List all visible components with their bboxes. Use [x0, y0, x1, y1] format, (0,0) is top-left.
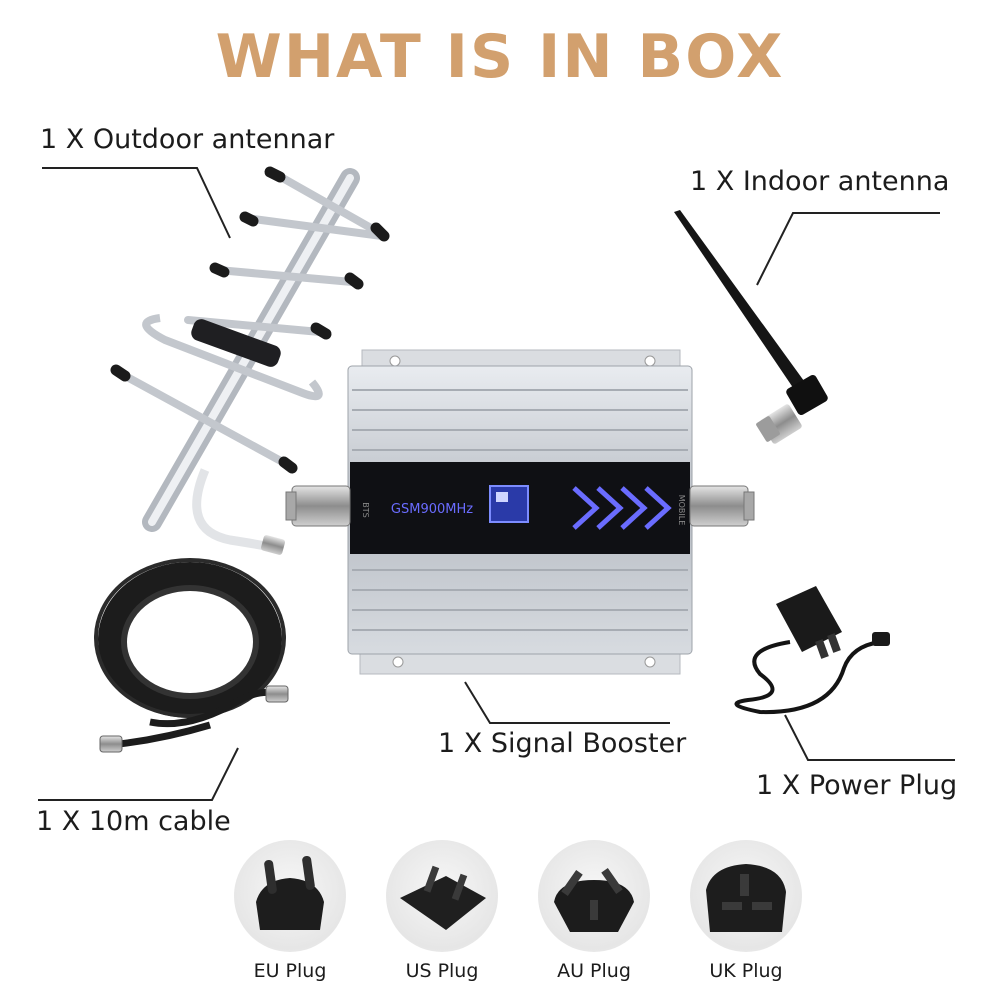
eu-plug-image — [234, 840, 346, 952]
plug-label-au: AU Plug — [557, 960, 631, 982]
indoor-antenna-label: 1 X Indoor antenna — [690, 166, 950, 197]
cable-image — [94, 558, 289, 753]
au-plug-image — [538, 840, 650, 952]
indoor-antenna-callout — [756, 212, 940, 286]
signal-arrows-icon — [572, 486, 672, 530]
outdoor-antenna-label: 1 X Outdoor antennar — [40, 124, 335, 155]
indoor-antenna-image — [674, 210, 828, 444]
au-plug-icon — [554, 868, 634, 932]
outdoor-antenna-callout — [42, 167, 231, 239]
signal-booster-label: 1 X Signal Booster — [438, 728, 687, 759]
power-plug-callout — [784, 714, 955, 761]
plug-label-uk: UK Plug — [709, 960, 783, 982]
booster-callout — [464, 681, 670, 724]
eu-plug-icon — [256, 855, 324, 930]
uk-plug-image — [690, 840, 802, 952]
booster-model-text: GSM900MHz — [391, 502, 473, 517]
booster-right-port-label: MOBILE — [677, 495, 686, 526]
callout-lines — [38, 167, 955, 801]
plug-label-eu: EU Plug — [253, 960, 327, 982]
booster-display — [489, 485, 529, 523]
plug-label-us: US Plug — [405, 960, 479, 982]
us-plug-image — [386, 840, 498, 952]
outdoor-antenna-image — [110, 166, 390, 555]
power-adapter-image — [734, 586, 890, 715]
uk-plug-icon — [706, 864, 786, 932]
cable-callout — [38, 747, 239, 801]
page-title: WHAT IS IN BOX — [215, 22, 785, 92]
cable-label: 1 X 10m cable — [36, 806, 231, 837]
us-plug-icon — [400, 865, 486, 930]
power-plug-label: 1 X Power Plug — [756, 770, 958, 801]
booster-left-port-label: BTS — [361, 502, 370, 517]
signal-booster-image — [285, 349, 755, 675]
